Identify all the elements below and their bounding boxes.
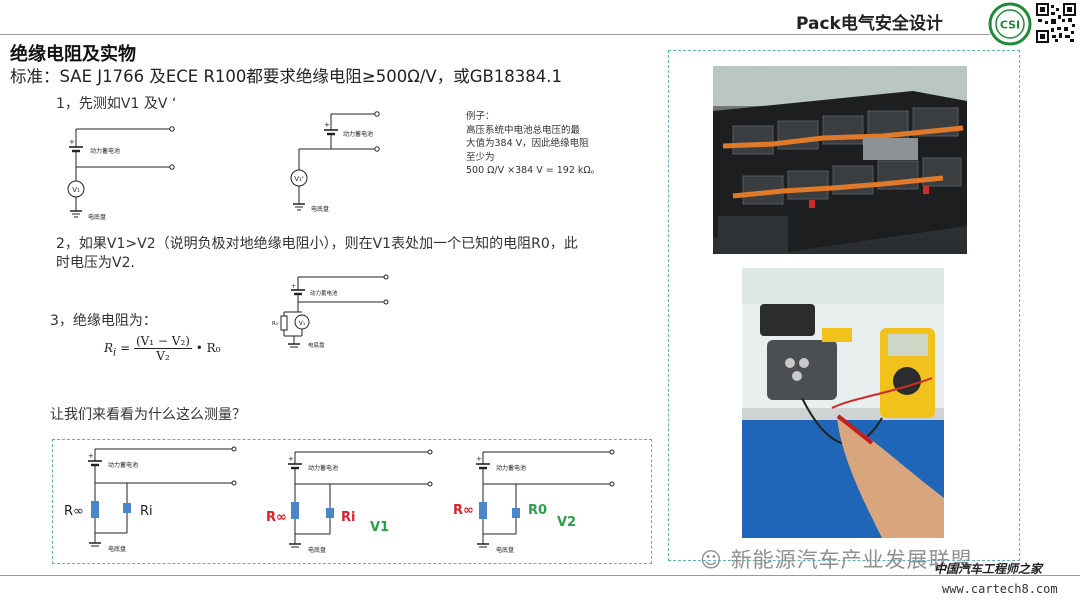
formula-tail: • R₀ (195, 341, 221, 355)
ri-label: Ri (341, 510, 355, 525)
r0-label: R₀ (272, 321, 279, 327)
battery-label: 动力蓄电池 (310, 289, 338, 297)
wechat-icon: ☺ (700, 548, 723, 572)
circuit-v1-diagram: + 动力蓄电池 V₁ 电底盘 (67, 126, 175, 221)
multimeter-test-photo (742, 268, 944, 538)
photo-panel (668, 50, 1020, 561)
formula-lhs-sub: i (113, 347, 117, 359)
voltmeter-v1-prime-label: V₁' (294, 175, 304, 183)
example-line: 大值为384 V，因此绝缘电阻 (466, 138, 589, 149)
formula-lhs: R (104, 341, 114, 355)
circuit-v1-prime-diagram: + 动力蓄电池 V₁' 电底盘 (290, 111, 380, 213)
r-infinity-label: R∞ (453, 503, 474, 518)
step2-text-line2: 时电压为V2. (56, 255, 135, 271)
footer-brand: 中国汽车工程师之家 (934, 562, 1043, 576)
watermark-label: 新能源汽车产业发展联盟 (730, 548, 973, 572)
battery-label: 动力蓄电池 (308, 464, 338, 472)
example-line: 至少为 (466, 151, 495, 163)
formula-denominator: V₂ (156, 349, 170, 363)
chassis-label: 电底盘 (308, 546, 326, 554)
question-text: 让我们来看看为什么这么测量？ (50, 407, 246, 423)
standard-text: 标准：SAE J1766 及ECE R100都要求绝缘电阻≥500Ω/V，或GB… (10, 67, 563, 86)
v2-label: V2 (557, 515, 576, 530)
footer-divider (0, 575, 1080, 576)
r0-label: R0 (528, 503, 547, 518)
ri-label: Ri (140, 504, 153, 519)
r-infinity-label: R∞ (64, 504, 84, 519)
svg-text:+: + (69, 138, 75, 146)
svg-text:+: + (88, 452, 94, 460)
example-line: 例子： (466, 111, 495, 122)
chassis-label: 电底盘 (311, 205, 329, 213)
qr-code-icon (1036, 3, 1076, 43)
formula-numerator: (V₁ − V₂) (133, 334, 192, 349)
example-block: 例子： 高压系统中电池总电压的最 大值为384 V，因此绝缘电阻 至少为 500… (466, 110, 600, 178)
r-infinity-label: R∞ (266, 510, 287, 525)
insulation-formula: Ri = (V₁ − V₂) V₂ • R₀ (104, 334, 221, 363)
bottom-circuits-box (52, 439, 652, 564)
logo-text: CSI (1000, 19, 1020, 32)
voltmeter-label: V₁ (299, 320, 306, 327)
bottom-circuit-3: + 动力蓄电池 R∞ R0 V2 电底盘 (453, 449, 615, 554)
svg-text:+: + (476, 455, 482, 463)
chassis-label: 电底盘 (308, 341, 325, 349)
svg-text:+: + (291, 283, 296, 290)
battery-label: 动力蓄电池 (90, 147, 120, 155)
bottom-circuit-1: + 动力蓄电池 R∞ Ri 电底盘 (64, 446, 237, 553)
step3-text: 3，绝缘电阻为： (50, 313, 157, 329)
footer-url[interactable]: www.cartech8.com (942, 582, 1058, 596)
watermark-text: ☺ 新能源汽车产业发展联盟 (700, 544, 973, 574)
formula-fraction: (V₁ − V₂) V₂ (133, 334, 192, 363)
section-title: 绝缘电阻及实物 (10, 44, 136, 65)
header-divider (0, 34, 990, 35)
voltmeter-v1-label: V₁ (72, 186, 80, 194)
battery-label: 动力蓄电池 (108, 461, 138, 469)
bottom-circuit-2: + 动力蓄电池 R∞ Ri V1 电底盘 (266, 449, 433, 554)
v1-label: V1 (370, 520, 389, 535)
step1-text: 1，先测如V1 及V ‘ (56, 96, 177, 112)
chassis-label: 电底盘 (88, 213, 106, 221)
header-title: Pack电气安全设计 (796, 14, 943, 34)
example-line: 500 Ω/V ×384 V = 192 kΩ。 (466, 165, 601, 176)
chassis-label: 电底盘 (496, 546, 514, 554)
svg-text:+: + (288, 455, 294, 463)
chassis-label: 电底盘 (108, 545, 126, 553)
example-line: 高压系统中电池总电压的最 (466, 124, 581, 136)
battery-label: 动力蓄电池 (343, 130, 373, 138)
csi-logo: CSI (988, 2, 1032, 46)
step2-text-line1: 2，如果V1>V2（说明负极对地绝缘电阻小），则在V1表处加一个已知的电阻R0，… (56, 236, 578, 252)
battery-label: 动力蓄电池 (496, 464, 526, 472)
battery-pack-photo (713, 66, 967, 254)
svg-text:+: + (324, 121, 330, 129)
circuit-r0-diagram: + 动力蓄电池 R₀ V₁ 电底盘 (272, 274, 389, 349)
